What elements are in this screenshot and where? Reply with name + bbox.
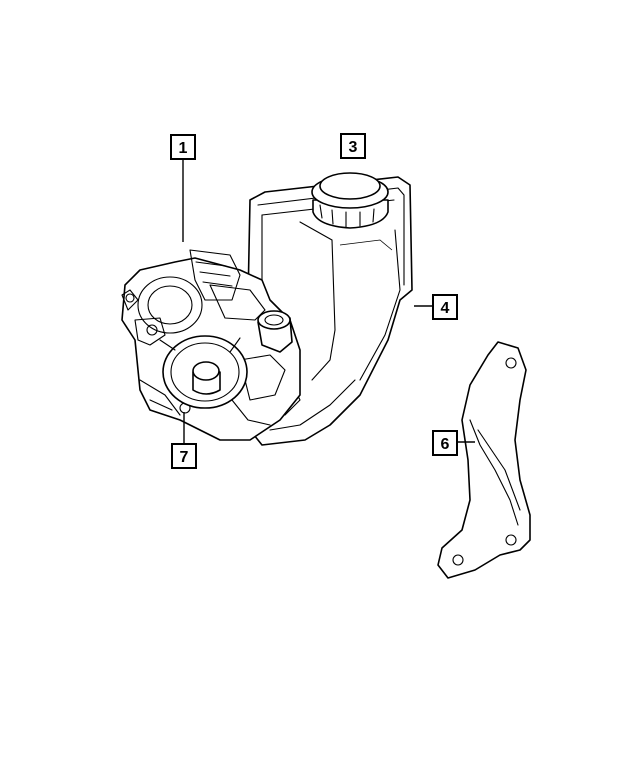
callout-1: 1 (170, 134, 196, 160)
callout-1-label: 1 (179, 140, 188, 157)
callout-3-label: 3 (349, 139, 358, 156)
callout-6: 6 (432, 430, 458, 456)
callout-6-label: 6 (441, 436, 450, 453)
reservoir-cap (311, 172, 389, 229)
callout-7: 7 (171, 443, 197, 469)
mounting-bracket (437, 341, 531, 579)
callout-4: 4 (432, 294, 458, 320)
callout-7-label: 7 (180, 449, 189, 466)
outlet-fitting (257, 310, 293, 353)
callout-4-label: 4 (441, 300, 450, 317)
pump-pulley-hub (159, 335, 248, 409)
callout-3: 3 (340, 133, 366, 159)
